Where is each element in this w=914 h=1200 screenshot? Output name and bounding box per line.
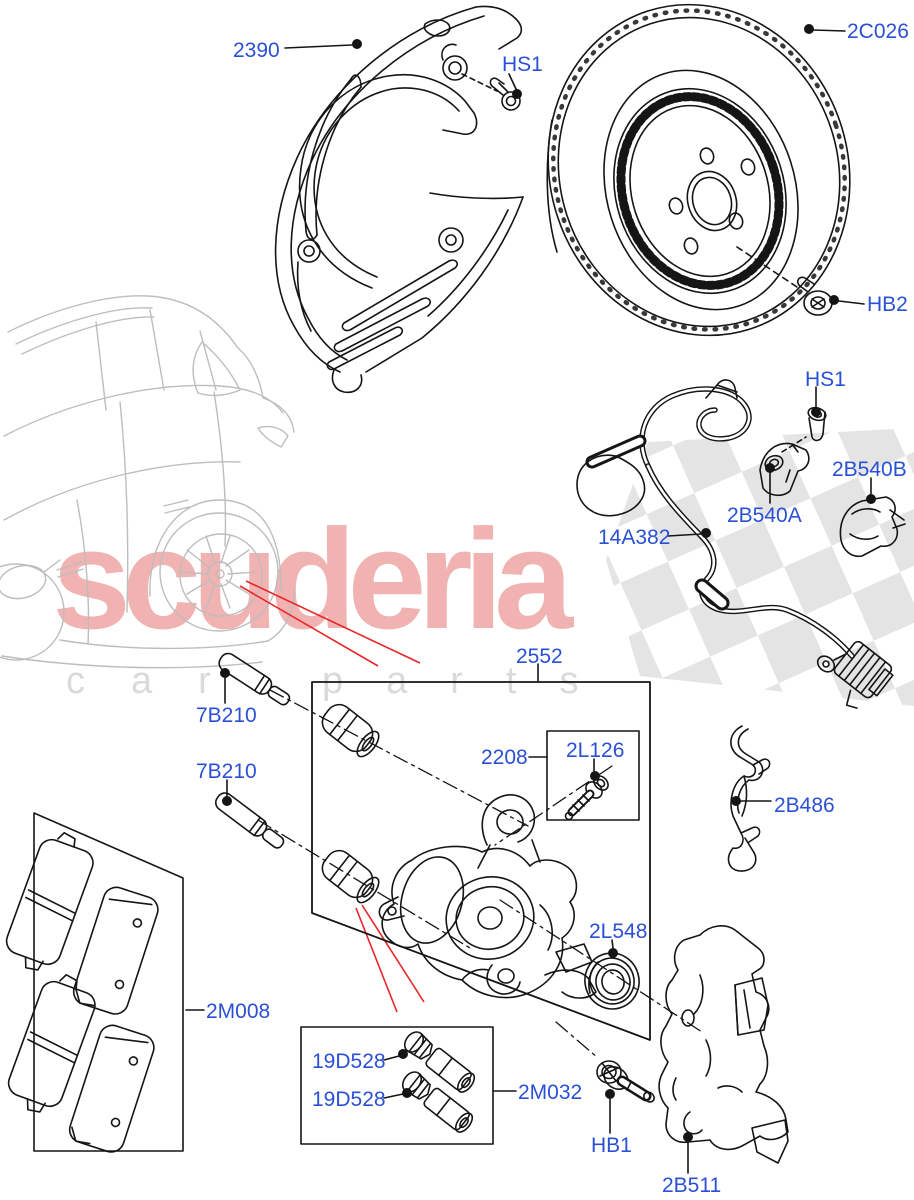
abs-sensor-harness-drawing	[576, 379, 894, 709]
brake-disc-drawing	[546, 3, 851, 337]
repair-kit-drawing	[300, 1026, 494, 1145]
pad-clip-drawing	[727, 725, 771, 872]
part-label-hs1-top[interactable]: HS1	[502, 53, 543, 76]
guide-pin-2-drawing	[214, 792, 285, 849]
part-label-7b210-lower[interactable]: 7B210	[196, 760, 257, 783]
part-label-2552[interactable]: 2552	[516, 645, 563, 668]
part-label-2b540a[interactable]: 2B540A	[727, 504, 802, 527]
guide-pin-1-drawing	[218, 652, 291, 706]
part-label-2b540b[interactable]: 2B540B	[832, 458, 907, 481]
part-label-19d528-upper[interactable]: 19D528	[312, 1050, 386, 1073]
part-label-2m008[interactable]: 2M008	[206, 1000, 271, 1023]
vehicle-illustration	[0, 295, 295, 669]
piston-seal-drawing	[584, 952, 640, 1010]
brake-pads-drawing	[5, 812, 184, 1153]
caliper-assembly-box	[311, 681, 651, 1041]
part-label-7b210-upper[interactable]: 7B210	[196, 704, 257, 727]
bleed-screw-drawing	[546, 730, 640, 821]
part-label-2l126[interactable]: 2L126	[566, 739, 625, 762]
guide-bush-1-drawing	[321, 703, 380, 758]
bolt-hb1-drawing	[596, 1060, 655, 1103]
part-label-hb1[interactable]: HB1	[591, 1134, 632, 1157]
part-label-2l548[interactable]: 2L548	[589, 920, 648, 943]
part-label-2m032[interactable]: 2M032	[518, 1081, 583, 1104]
part-label-19d528-lower[interactable]: 19D528	[312, 1088, 386, 1111]
part-label-2c026[interactable]: 2C026	[847, 20, 909, 43]
abs-bracket-2b540a-drawing	[759, 442, 810, 497]
anchor-bracket-drawing	[658, 925, 789, 1164]
leader-lines	[185, 23, 876, 1174]
part-label-hb2[interactable]: HB2	[867, 293, 908, 316]
abs-clip-2b540b-drawing	[839, 496, 906, 558]
watermark-checkered-flag	[606, 428, 914, 706]
guide-bush-2-drawing	[321, 849, 380, 904]
caliper-housing-drawing	[378, 794, 597, 999]
part-label-2208[interactable]: 2208	[481, 746, 528, 769]
part-label-2390[interactable]: 2390	[233, 39, 280, 62]
assembly-axes	[257, 689, 703, 1059]
splash-shield-drawing	[274, 5, 524, 394]
screw-hs1-top-drawing	[461, 73, 521, 111]
red-leader-lines	[239, 580, 425, 1013]
part-label-2b486[interactable]: 2B486	[774, 794, 835, 817]
watermark-tagline-parts: parts	[322, 660, 622, 702]
part-label-hs1-right[interactable]: HS1	[805, 368, 846, 391]
watermark-brand: scuderia	[52, 500, 573, 659]
part-label-2b511[interactable]: 2B511	[662, 1174, 722, 1197]
part-label-14a382[interactable]: 14A382	[598, 526, 671, 549]
